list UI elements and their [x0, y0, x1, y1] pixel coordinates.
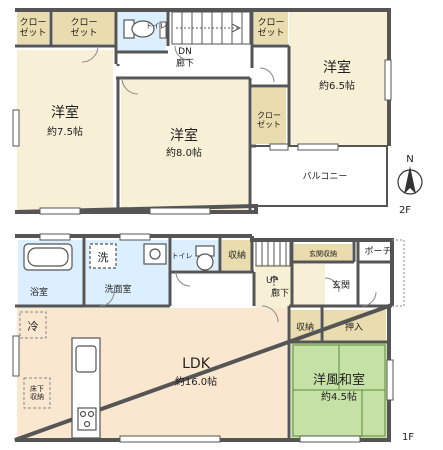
entrance-storage [294, 244, 352, 262]
dn-label: DN [178, 47, 192, 57]
underfloor-storage [23, 377, 51, 409]
fridge-label: 冷 [28, 320, 39, 333]
kitchen-counter [71, 337, 101, 439]
storage-1f-b-label: 収納 [296, 321, 314, 333]
floor-1f-label: 1F [402, 432, 414, 443]
stairs-1f [255, 239, 291, 290]
closet-2f-a-label-1: クローゼット [19, 17, 46, 38]
floor-2f [12, 8, 392, 215]
entrance-floor [325, 264, 359, 308]
entrance-label: 玄関 [332, 279, 350, 291]
interior-walls-2f [15, 12, 291, 212]
windows-2f [12, 59, 392, 215]
closet-2f-c [254, 12, 288, 44]
hall-1f-label: 廊下 [271, 287, 289, 299]
closet-2f-b [53, 12, 115, 44]
room-center-2f-name: 洋室 [170, 127, 198, 144]
closet-2f-c-label: クローゼット [257, 17, 284, 38]
doors-2f [81, 45, 275, 95]
oshiire-label: 押入 [345, 321, 363, 333]
bath-label: 浴室 [30, 286, 48, 298]
storage-1f-a-label: 収納 [228, 249, 246, 261]
stairs-2f [171, 11, 251, 45]
storage-1f-a [222, 240, 252, 270]
compass-icon [397, 166, 423, 195]
japanese-room-name: 洋風和室 [313, 372, 365, 388]
wash-fixtures [89, 243, 167, 269]
windows-1f [12, 233, 394, 443]
room-center-2f-size: 約8.0帖 [166, 146, 202, 159]
floor-2f-label: 2F [399, 205, 411, 216]
hall-1f [255, 264, 325, 308]
closet-2f-b-label: クローゼット [70, 17, 97, 38]
closet-2f-d [252, 88, 286, 144]
porch-edge [392, 239, 405, 307]
toilet-2f-label: トイレ [146, 22, 167, 30]
interior-walls-1f [15, 238, 392, 440]
closet-2f-a [17, 12, 49, 44]
room-west-2f [17, 50, 113, 212]
room-east-2f [289, 12, 387, 146]
room-east-2f-size: 約6.5帖 [319, 79, 355, 92]
room-west-2f-name: 洋室 [51, 104, 79, 121]
toilet-fixture-1f [195, 245, 215, 271]
floor-1f [12, 233, 405, 443]
bathtub [23, 243, 73, 271]
fridge-space [19, 311, 47, 339]
room-west-2f-size: 約7.5帖 [47, 125, 83, 138]
toilet-window-2f [159, 21, 167, 39]
room-center-2f [121, 80, 248, 212]
outer-wall-2f [14, 8, 391, 214]
compass-n: N [406, 154, 413, 165]
entrance-storage-label: 玄関収納 [309, 249, 337, 258]
doors-1f [99, 271, 377, 323]
room-east-2f-name: 洋室 [323, 59, 351, 76]
up-label: UP [266, 276, 279, 286]
toilet-1f-label: トイレ [172, 252, 193, 260]
porch-label: ポーチ [364, 246, 391, 257]
japanese-room-size: 約4.5帖 [321, 390, 357, 403]
ldk-name: LDK [182, 356, 211, 372]
washroom-label: 洗面室 [104, 283, 131, 295]
underfloor-label: 床下収納 [30, 384, 44, 401]
wash-mark: 洗 [98, 251, 109, 264]
balcony-label: バルコニー [303, 171, 348, 182]
closet-2f-d-label: クローゼット [257, 111, 281, 129]
balcony [256, 148, 386, 206]
labels: クローゼット クローゼット クローゼット トイレ DN 廊下 洋室 約7.5帖 … [19, 17, 414, 443]
ldk-size: 約16.0帖 [175, 375, 217, 388]
ldk-floor [17, 308, 287, 438]
toilet-fixture-2f [123, 19, 155, 39]
hall-2f-label: 廊下 [176, 57, 194, 69]
